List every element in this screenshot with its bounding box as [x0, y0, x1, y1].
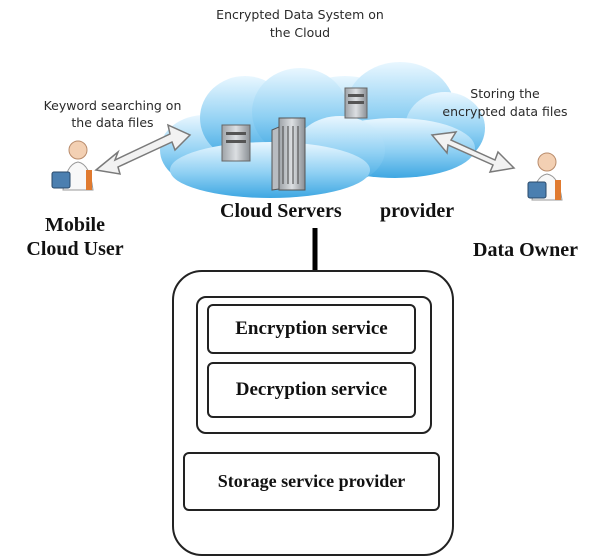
- left-double-arrow-icon: [94, 123, 192, 175]
- encryption-service-label: Encryption service: [235, 318, 388, 339]
- storage-service-provider-label: Storage service provider: [217, 471, 406, 491]
- storage-service-provider-box: Storage service provider: [183, 452, 440, 511]
- right-double-arrow-icon: [430, 131, 516, 173]
- server-rack-icon: [271, 117, 306, 191]
- decryption-service-box: Decryption service: [207, 362, 416, 418]
- cloud-title-line1: Encrypted Data System on: [216, 7, 384, 22]
- cloud-title-line2: the Cloud: [269, 25, 331, 40]
- right-annotation: Storing the encrypted data files: [420, 85, 590, 121]
- cloud-servers-label: Cloud Servers: [220, 200, 342, 222]
- mobile-cloud-user-label-line2: Cloud User: [26, 238, 124, 260]
- encryption-service-box: Encryption service: [207, 304, 416, 354]
- right-annotation-line1: Storing the: [470, 86, 540, 101]
- left-annotation-line1: Keyword searching on: [43, 98, 182, 113]
- data-owner-label: Data Owner: [473, 239, 578, 261]
- data-owner-icon: [527, 152, 563, 201]
- mobile-cloud-user-label: Mobile Cloud User: [0, 213, 150, 261]
- provider-label: provider: [380, 200, 455, 222]
- server-icon: [221, 124, 251, 162]
- server-icon-back: [344, 87, 368, 119]
- left-annotation-line2: the data files: [71, 115, 154, 130]
- mobile-cloud-user-label-line1: Mobile: [45, 214, 105, 236]
- mobile-cloud-user-icon: [51, 140, 94, 191]
- cloud-title: Encrypted Data System on the Cloud: [180, 6, 420, 42]
- left-annotation: Keyword searching on the data files: [30, 97, 195, 131]
- right-annotation-line2: encrypted data files: [442, 104, 568, 119]
- decryption-service-label: Decryption service: [235, 379, 388, 400]
